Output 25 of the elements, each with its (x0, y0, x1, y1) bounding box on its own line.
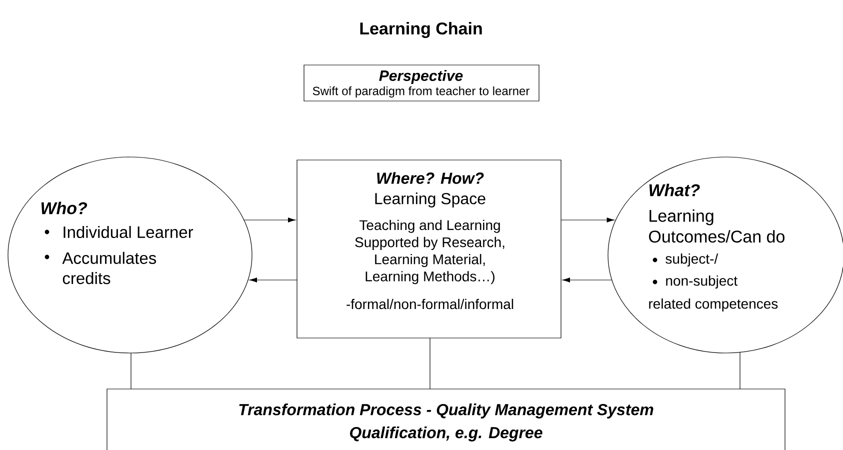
process-box (304, 64, 540, 102)
node-text: Learning Outcomes/Can do (649, 209, 784, 243)
title: Learning Chain (360, 22, 482, 38)
node-text: -formal/non-formal/informal (346, 298, 514, 310)
node-text: Swift of paradigm from teacher to learner (312, 86, 530, 98)
heading: Where? How? (377, 172, 484, 184)
heading: What? (649, 184, 700, 196)
arrow (562, 278, 612, 282)
node-text: Teaching and Learning Supported by Research, Learning Material, Learning Methods…) (355, 220, 504, 284)
process-box (296, 160, 562, 338)
node-text: non-subject (666, 275, 738, 289)
arrow (560, 218, 614, 222)
arrow (249, 278, 298, 282)
node-text: Accumulates credits (62, 252, 156, 284)
node-text: related competences (649, 298, 778, 312)
ellipse (8, 156, 252, 354)
heading: Transformation Process - Quality Management System (239, 404, 654, 418)
heading: Perspective (379, 70, 463, 84)
heading: Who? (41, 202, 88, 214)
arrow (244, 218, 296, 222)
node-text: Individual Learner (64, 226, 194, 238)
process-box (106, 388, 786, 450)
node-text: Learning Space (375, 192, 486, 208)
heading: Qualification, e.g. Degree (350, 426, 542, 442)
node-text: subject-/ (666, 253, 718, 267)
